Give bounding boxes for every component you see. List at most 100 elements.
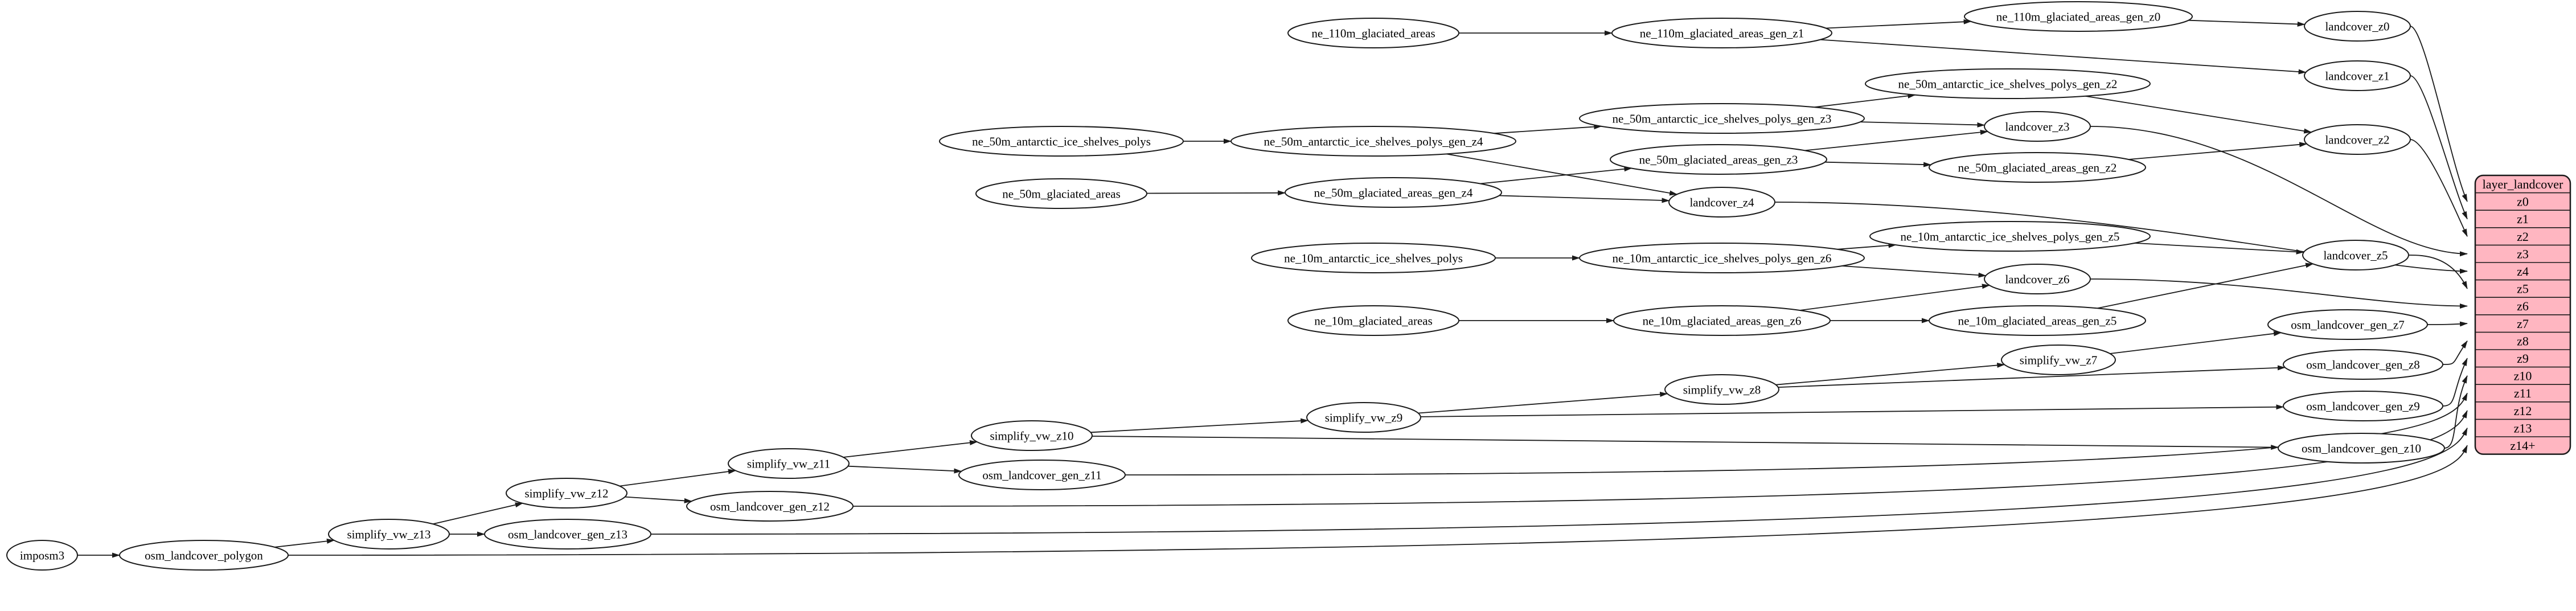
table-row-z5: z5 xyxy=(2517,282,2529,296)
node-ellipse-osm_landcover_gen_z13 xyxy=(484,519,651,550)
graph-node-landcover_z3: landcover_z3 xyxy=(1984,111,2091,142)
node-ellipse-simplify_vw_z8 xyxy=(1664,374,1779,405)
node-ellipse-ne_50m_glaciated_areas_gen_z3 xyxy=(1610,144,1827,175)
node-ellipse-ne_10m_glaciated_areas_gen_z5 xyxy=(1929,305,2146,336)
node-ellipse-ne_50m_antarctic_ice_shelves_polys_gen_z2 xyxy=(1865,68,2151,99)
edge-osm_landcover_gen_z13-to-row-z13 xyxy=(650,427,2468,535)
edge-ne_50m_glaciated_areas_gen_z4-to-landcover_z4 xyxy=(1499,195,1670,203)
edge-ne_10m_glaciated_areas_gen_z6-to-landcover_z6 xyxy=(1799,284,1990,311)
node-ellipse-simplify_vw_z11 xyxy=(728,448,850,479)
edge-osm_landcover_gen_z12-to-row-z12 xyxy=(852,410,2468,507)
node-ellipse-landcover_z1 xyxy=(2304,60,2411,91)
edge-landcover_z1-to-row-z1 xyxy=(2410,75,2468,220)
graph-node-ne_10m_glaciated_areas: ne_10m_glaciated_areas xyxy=(1287,305,1459,336)
node-ellipse-simplify_vw_z9 xyxy=(1306,402,1421,433)
edge-simplify_vw_z12-to-osm_landcover_gen_z12 xyxy=(625,496,692,503)
edge-simplify_vw_z10-to-osm_landcover_gen_z10 xyxy=(1092,436,2279,450)
graph-node-ne_10m_antarctic_ice_shelves_polys: ne_10m_antarctic_ice_shelves_polys xyxy=(1251,243,1496,273)
table-row-z12: z12 xyxy=(2514,404,2532,418)
edge-ne_10m_antarctic_ice_shelves_polys_gen_z6-to-landcover_z6 xyxy=(1841,265,1987,278)
graph-node-ne_50m_antarctic_ice_shelves_polys_gen_z4: ne_50m_antarctic_ice_shelves_polys_gen_z… xyxy=(1230,126,1516,157)
node-label-ne_50m_antarctic_ice_shelves_polys_gen_z3: ne_50m_antarctic_ice_shelves_polys_gen_z… xyxy=(1613,112,1832,125)
edge-simplify_vw_z13-to-simplify_vw_z12 xyxy=(432,502,523,525)
node-label-landcover_z2: landcover_z2 xyxy=(2325,133,2389,146)
node-ellipse-ne_10m_antarctic_ice_shelves_polys_gen_z6 xyxy=(1579,243,1865,273)
node-label-ne_10m_antarctic_ice_shelves_polys: ne_10m_antarctic_ice_shelves_polys xyxy=(1284,251,1463,265)
edge-ne_50m_glaciated_areas_gen_z2-to-landcover_z2 xyxy=(2128,142,2308,160)
node-label-osm_landcover_gen_z13: osm_landcover_gen_z13 xyxy=(508,527,627,541)
edge-ne_50m_antarctic_ice_shelves_polys_gen_z4-to-ne_50m_antarctic_ice_shelves_polys_gen_z3 xyxy=(1494,124,1602,134)
edge-osm_landcover_gen_z11-to-row-z11 xyxy=(1125,392,2468,475)
graph-node-ne_10m_antarctic_ice_shelves_polys_gen_z6: ne_10m_antarctic_ice_shelves_polys_gen_z… xyxy=(1579,243,1865,273)
node-ellipse-osm_landcover_gen_z8 xyxy=(2283,349,2443,380)
graph-node-ne_10m_antarctic_ice_shelves_polys_gen_z5: ne_10m_antarctic_ice_shelves_polys_gen_z… xyxy=(1869,221,2151,252)
edge-ne_50m_antarctic_ice_shelves_polys_gen_z3-to-ne_50m_antarctic_ice_shelves_polys_gen_z2 xyxy=(1814,93,1916,108)
edge-landcover_z2-to-row-z2 xyxy=(2410,139,2468,237)
graph-node-ne_50m_antarctic_ice_shelves_polys_gen_z3: ne_50m_antarctic_ice_shelves_polys_gen_z… xyxy=(1579,103,1865,134)
edge-ne_110m_glaciated_areas_gen_z0-to-landcover_z0 xyxy=(2188,19,2306,27)
graph-node-osm_landcover_gen_z8: osm_landcover_gen_z8 xyxy=(2283,349,2443,380)
edge-landcover_z5-to-row-z5 xyxy=(2408,255,2468,289)
edge-ne_50m_glaciated_areas_gen_z3-to-ne_50m_glaciated_areas_gen_z2 xyxy=(1824,161,1932,167)
table-row-z6: z6 xyxy=(2517,299,2529,313)
node-label-osm_landcover_gen_z7: osm_landcover_gen_z7 xyxy=(2291,318,2404,331)
node-ellipse-ne_50m_glaciated_areas_gen_z4 xyxy=(1285,177,1502,208)
graph-node-ne_10m_glaciated_areas_gen_z6: ne_10m_glaciated_areas_gen_z6 xyxy=(1613,305,1831,336)
graph-node-simplify_vw_z11: simplify_vw_z11 xyxy=(728,448,850,479)
graph-node-simplify_vw_z12: simplify_vw_z12 xyxy=(506,478,627,509)
table-row-z11: z11 xyxy=(2514,386,2532,400)
node-ellipse-ne_110m_glaciated_areas_gen_z0 xyxy=(1964,1,2193,32)
edge-ne_50m_antarctic_ice_shelves_polys_gen_z3-to-landcover_z3 xyxy=(1860,121,1986,128)
edge-simplify_vw_z9-to-osm_landcover_gen_z9 xyxy=(1420,404,2284,417)
graph-node-simplify_vw_z8: simplify_vw_z8 xyxy=(1664,374,1779,405)
graph-node-osm_landcover_gen_z7: osm_landcover_gen_z7 xyxy=(2267,309,2428,340)
node-label-ne_50m_antarctic_ice_shelves_polys: ne_50m_antarctic_ice_shelves_polys xyxy=(972,134,1151,148)
node-label-ne_10m_glaciated_areas: ne_10m_glaciated_areas xyxy=(1314,314,1433,327)
node-label-ne_10m_glaciated_areas_gen_z6: ne_10m_glaciated_areas_gen_z6 xyxy=(1643,314,1802,327)
node-label-simplify_vw_z8: simplify_vw_z8 xyxy=(1683,383,1761,396)
graph-node-osm_landcover_gen_z11: osm_landcover_gen_z11 xyxy=(958,460,1126,490)
edge-ne_110m_glaciated_areas_gen_z1-to-ne_110m_glaciated_areas_gen_z0 xyxy=(1826,19,1972,29)
edge-ne_10m_antarctic_ice_shelves_polys_gen_z6-to-ne_10m_antarctic_ice_shelves_polys_gen_z5 xyxy=(1837,243,1897,250)
table-row-z8: z8 xyxy=(2517,334,2529,348)
node-ellipse-simplify_vw_z12 xyxy=(506,478,627,509)
table-row-z7: z7 xyxy=(2517,317,2529,331)
node-label-simplify_vw_z9: simplify_vw_z9 xyxy=(1325,411,1403,424)
layer-landcover-table: layer_landcoverz0z1z2z3z4z5z6z7z8z9z10z1… xyxy=(2474,174,2571,455)
graph-node-ne_10m_glaciated_areas_gen_z5: ne_10m_glaciated_areas_gen_z5 xyxy=(1929,305,2146,336)
edge-simplify_vw_z9-to-simplify_vw_z8 xyxy=(1418,392,1668,414)
node-ellipse-ne_50m_glaciated_areas_gen_z2 xyxy=(1929,152,2146,183)
node-label-ne_50m_glaciated_areas: ne_50m_glaciated_areas xyxy=(1002,187,1121,200)
edge-landcover_z0-to-row-z0 xyxy=(2410,26,2468,202)
graph-node-osm_landcover_gen_z10: osm_landcover_gen_z10 xyxy=(2278,433,2445,464)
table-row-z10: z10 xyxy=(2514,369,2532,383)
node-label-simplify_vw_z10: simplify_vw_z10 xyxy=(990,429,1074,442)
node-label-landcover_z6: landcover_z6 xyxy=(2005,272,2069,286)
edge-simplify_vw_z8-to-osm_landcover_gen_z8 xyxy=(1778,365,2286,388)
node-ellipse-simplify_vw_z10 xyxy=(971,420,1093,451)
node-label-simplify_vw_z12: simplify_vw_z12 xyxy=(525,486,609,500)
edge-ne_110m_glaciated_areas_gen_z1-to-landcover_z1 xyxy=(1820,39,2307,75)
graph-node-ne_50m_antarctic_ice_shelves_polys: ne_50m_antarctic_ice_shelves_polys xyxy=(939,126,1184,157)
edge-osm_landcover_gen_z10-to-row-z10 xyxy=(2444,375,2468,449)
graph-node-ne_50m_glaciated_areas_gen_z2: ne_50m_glaciated_areas_gen_z2 xyxy=(1929,152,2146,183)
edge-landcover_z6-to-row-z6 xyxy=(2090,278,2468,309)
graph-node-landcover_z2: landcover_z2 xyxy=(2304,124,2411,155)
node-label-ne_10m_antarctic_ice_shelves_polys_gen_z6: ne_10m_antarctic_ice_shelves_polys_gen_z… xyxy=(1613,251,1832,265)
node-label-ne_10m_glaciated_areas_gen_z5: ne_10m_glaciated_areas_gen_z5 xyxy=(1958,314,2117,327)
edge-simplify_vw_z11-to-osm_landcover_gen_z11 xyxy=(848,465,962,474)
node-ellipse-osm_landcover_gen_z11 xyxy=(958,460,1126,490)
graph-node-ne_50m_glaciated_areas_gen_z4: ne_50m_glaciated_areas_gen_z4 xyxy=(1285,177,1502,208)
node-label-osm_landcover_gen_z9: osm_landcover_gen_z9 xyxy=(2306,399,2419,413)
edge-ne_10m_antarctic_ice_shelves_polys_gen_z5-to-landcover_z5 xyxy=(2134,243,2304,255)
node-label-simplify_vw_z7: simplify_vw_z7 xyxy=(2020,353,2098,367)
graph-node-simplify_vw_z10: simplify_vw_z10 xyxy=(971,420,1093,451)
node-label-ne_50m_glaciated_areas_gen_z3: ne_50m_glaciated_areas_gen_z3 xyxy=(1639,153,1798,166)
node-ellipse-simplify_vw_z13 xyxy=(328,519,450,550)
node-ellipse-imposm3 xyxy=(6,540,78,571)
node-ellipse-landcover_z3 xyxy=(1984,111,2091,142)
edge-osm_landcover_polygon-to-row-z14+ xyxy=(288,445,2468,556)
graph-node-osm_landcover_gen_z12: osm_landcover_gen_z12 xyxy=(686,491,854,522)
edge-simplify_vw_z8-to-simplify_vw_z7 xyxy=(1775,362,2005,386)
